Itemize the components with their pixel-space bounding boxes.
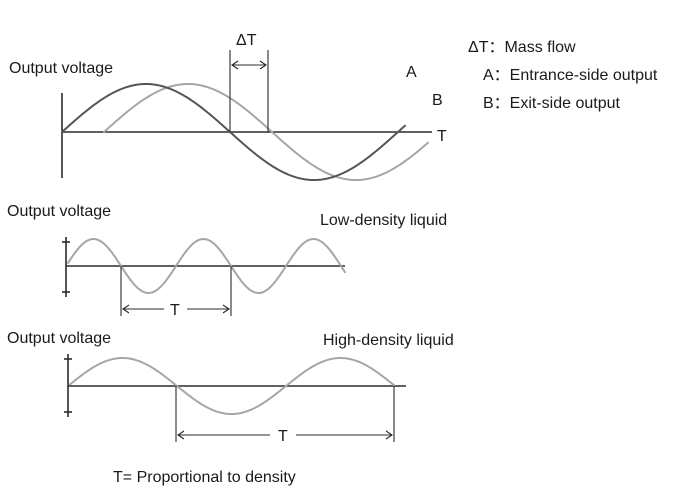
wave-a bbox=[61, 82, 406, 182]
legend-delta-t: ΔT：Mass flow bbox=[468, 39, 576, 56]
top-panel: Output voltage T A B ΔT bbox=[9, 32, 447, 182]
top-ylabel: Output voltage bbox=[9, 60, 113, 77]
low-period-arrow-left bbox=[122, 304, 130, 314]
low-density-panel: Output voltage Low-density liquid T bbox=[7, 203, 447, 319]
low-period-label: T bbox=[170, 302, 180, 319]
high-density-panel: Output voltage High-density liquid T bbox=[7, 330, 454, 445]
delta-t-label: ΔT bbox=[236, 32, 257, 49]
high-period-label: T bbox=[278, 428, 288, 445]
low-title: Low-density liquid bbox=[320, 212, 447, 229]
wave-high-density bbox=[69, 356, 395, 416]
wave-b bbox=[103, 82, 429, 182]
legend-b: B：Exit-side output bbox=[483, 95, 621, 112]
delta-t-arrow-left bbox=[231, 60, 239, 70]
high-title: High-density liquid bbox=[323, 332, 454, 349]
wave-a-label: A bbox=[406, 64, 417, 81]
footer-note: T= Proportional to density bbox=[113, 469, 296, 486]
low-period-arrow-right bbox=[222, 304, 230, 314]
top-time-label: T bbox=[437, 128, 447, 145]
high-ylabel: Output voltage bbox=[7, 330, 111, 347]
low-ylabel: Output voltage bbox=[7, 203, 111, 220]
wave-b-label: B bbox=[432, 92, 443, 109]
legend-a: A：Entrance-side output bbox=[483, 67, 658, 84]
delta-t-arrow-right bbox=[259, 60, 267, 70]
high-period-arrow-right bbox=[385, 430, 393, 440]
high-period-arrow-left bbox=[177, 430, 185, 440]
wave-low-density bbox=[67, 237, 346, 295]
